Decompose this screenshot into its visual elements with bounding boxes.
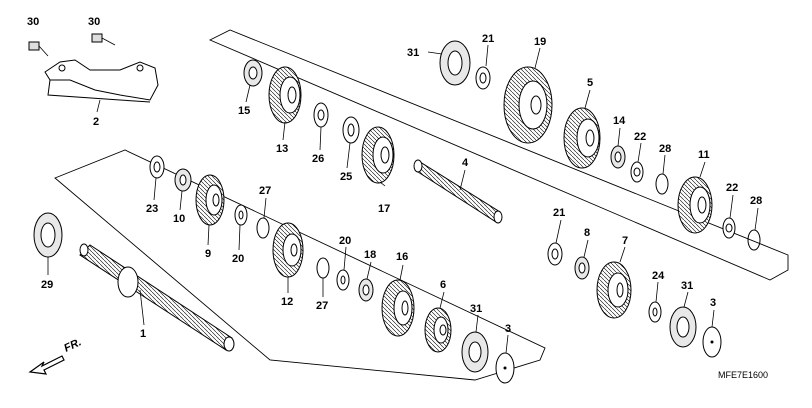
part-number-labels: 30 30 2 31 21 19 15 13 26 25 17 5 14 22 … bbox=[27, 16, 762, 340]
part-number-label: 29 bbox=[41, 279, 53, 291]
part-number-label: 11 bbox=[698, 149, 710, 161]
part-number-label: 20 bbox=[232, 253, 244, 265]
gear-17 bbox=[361, 126, 395, 184]
part-number-label: 31 bbox=[470, 303, 482, 315]
part-number-label: 19 bbox=[534, 36, 546, 48]
part-number-label: 16 bbox=[396, 251, 408, 263]
circlip-27-mid bbox=[316, 257, 330, 279]
part-number-label: 1 bbox=[140, 328, 146, 340]
bearing-15 bbox=[243, 59, 263, 87]
part-number-label: 21 bbox=[482, 33, 494, 45]
part-number-label: 21 bbox=[553, 207, 565, 219]
part-number-label: 7 bbox=[622, 235, 628, 247]
part-number-label: 4 bbox=[462, 157, 469, 169]
washer-23 bbox=[149, 155, 165, 179]
countershaft-frame bbox=[208, 29, 789, 281]
part-number-label: 15 bbox=[238, 105, 250, 117]
gear-7 bbox=[596, 261, 632, 319]
gear-6 bbox=[424, 307, 452, 353]
washer-20-mid bbox=[336, 269, 350, 291]
part-number-label: 3 bbox=[710, 297, 716, 309]
mainshaft-frame bbox=[54, 149, 546, 381]
bolt-30-left bbox=[28, 41, 49, 57]
washer-24 bbox=[648, 301, 662, 323]
countershaft-part-4 bbox=[413, 159, 503, 224]
gear-13 bbox=[268, 66, 302, 124]
part-number-label: 18 bbox=[364, 249, 376, 261]
part-number-label: 8 bbox=[584, 227, 590, 239]
gear-11 bbox=[677, 176, 713, 234]
part-number-label: 9 bbox=[205, 248, 211, 260]
front-direction-arrow-icon bbox=[28, 355, 65, 375]
part-number-label: 31 bbox=[681, 280, 693, 292]
bracket-part-2 bbox=[44, 59, 159, 103]
part-number-label: 27 bbox=[316, 300, 328, 312]
gear-16 bbox=[381, 279, 415, 337]
bearing-31-mid bbox=[461, 331, 489, 373]
part-number-label: 5 bbox=[587, 77, 593, 89]
gear-5 bbox=[563, 107, 601, 169]
part-number-label: 6 bbox=[440, 279, 446, 291]
part-number-label: 12 bbox=[281, 296, 293, 308]
part-number-label: 24 bbox=[652, 270, 665, 282]
part-number-label: 28 bbox=[659, 143, 671, 155]
bearing-29 bbox=[33, 212, 63, 258]
circlip-28-right bbox=[747, 229, 761, 251]
part-number-label: 17 bbox=[378, 203, 390, 215]
part-number-label: 25 bbox=[340, 171, 352, 183]
washer-21-top bbox=[475, 66, 491, 90]
bushing-8 bbox=[574, 256, 590, 280]
bearing-31-right bbox=[669, 306, 697, 348]
bushing-10 bbox=[174, 168, 192, 192]
part-number-label: 22 bbox=[634, 131, 646, 143]
part-number-label: 3 bbox=[505, 323, 511, 335]
part-number-label: 22 bbox=[726, 182, 738, 194]
part-number-label: 20 bbox=[339, 235, 351, 247]
part-number-label: 31 bbox=[407, 47, 419, 59]
bushing-14 bbox=[610, 145, 626, 169]
seal-3-mid bbox=[495, 352, 515, 384]
gear-19 bbox=[503, 66, 553, 144]
part-number-label: 30 bbox=[27, 16, 39, 28]
part-number-label: 28 bbox=[750, 195, 762, 207]
part-number-label: 14 bbox=[613, 115, 626, 127]
part-number-label: 23 bbox=[146, 203, 158, 215]
part-number-label: 27 bbox=[259, 185, 271, 197]
washer-25 bbox=[342, 116, 360, 144]
part-number-label: 26 bbox=[312, 153, 324, 165]
part-number-label: 30 bbox=[88, 16, 100, 28]
bearing-31-top bbox=[439, 40, 471, 86]
washer-26 bbox=[313, 102, 329, 128]
washer-20-left bbox=[234, 204, 248, 226]
front-direction-label: FR. bbox=[62, 336, 83, 354]
washer-22-top bbox=[630, 161, 644, 183]
bolt-30-right bbox=[91, 33, 116, 46]
mainshaft-part-1 bbox=[79, 243, 235, 352]
part-number-label: 10 bbox=[173, 213, 185, 225]
washer-21-right bbox=[547, 242, 563, 266]
gear-9 bbox=[195, 174, 225, 226]
part-number-label: 2 bbox=[93, 116, 99, 128]
seal-3-right bbox=[702, 326, 722, 358]
diagram-code: MFE7E1600 bbox=[718, 370, 768, 380]
washer-22-right bbox=[722, 217, 736, 239]
gear-12 bbox=[272, 222, 304, 278]
circlip-28-top bbox=[655, 173, 669, 195]
leader-lines bbox=[47, 44, 759, 354]
part-number-label: 13 bbox=[276, 143, 288, 155]
bushing-18 bbox=[358, 278, 374, 302]
circlip-27-left bbox=[256, 217, 270, 239]
